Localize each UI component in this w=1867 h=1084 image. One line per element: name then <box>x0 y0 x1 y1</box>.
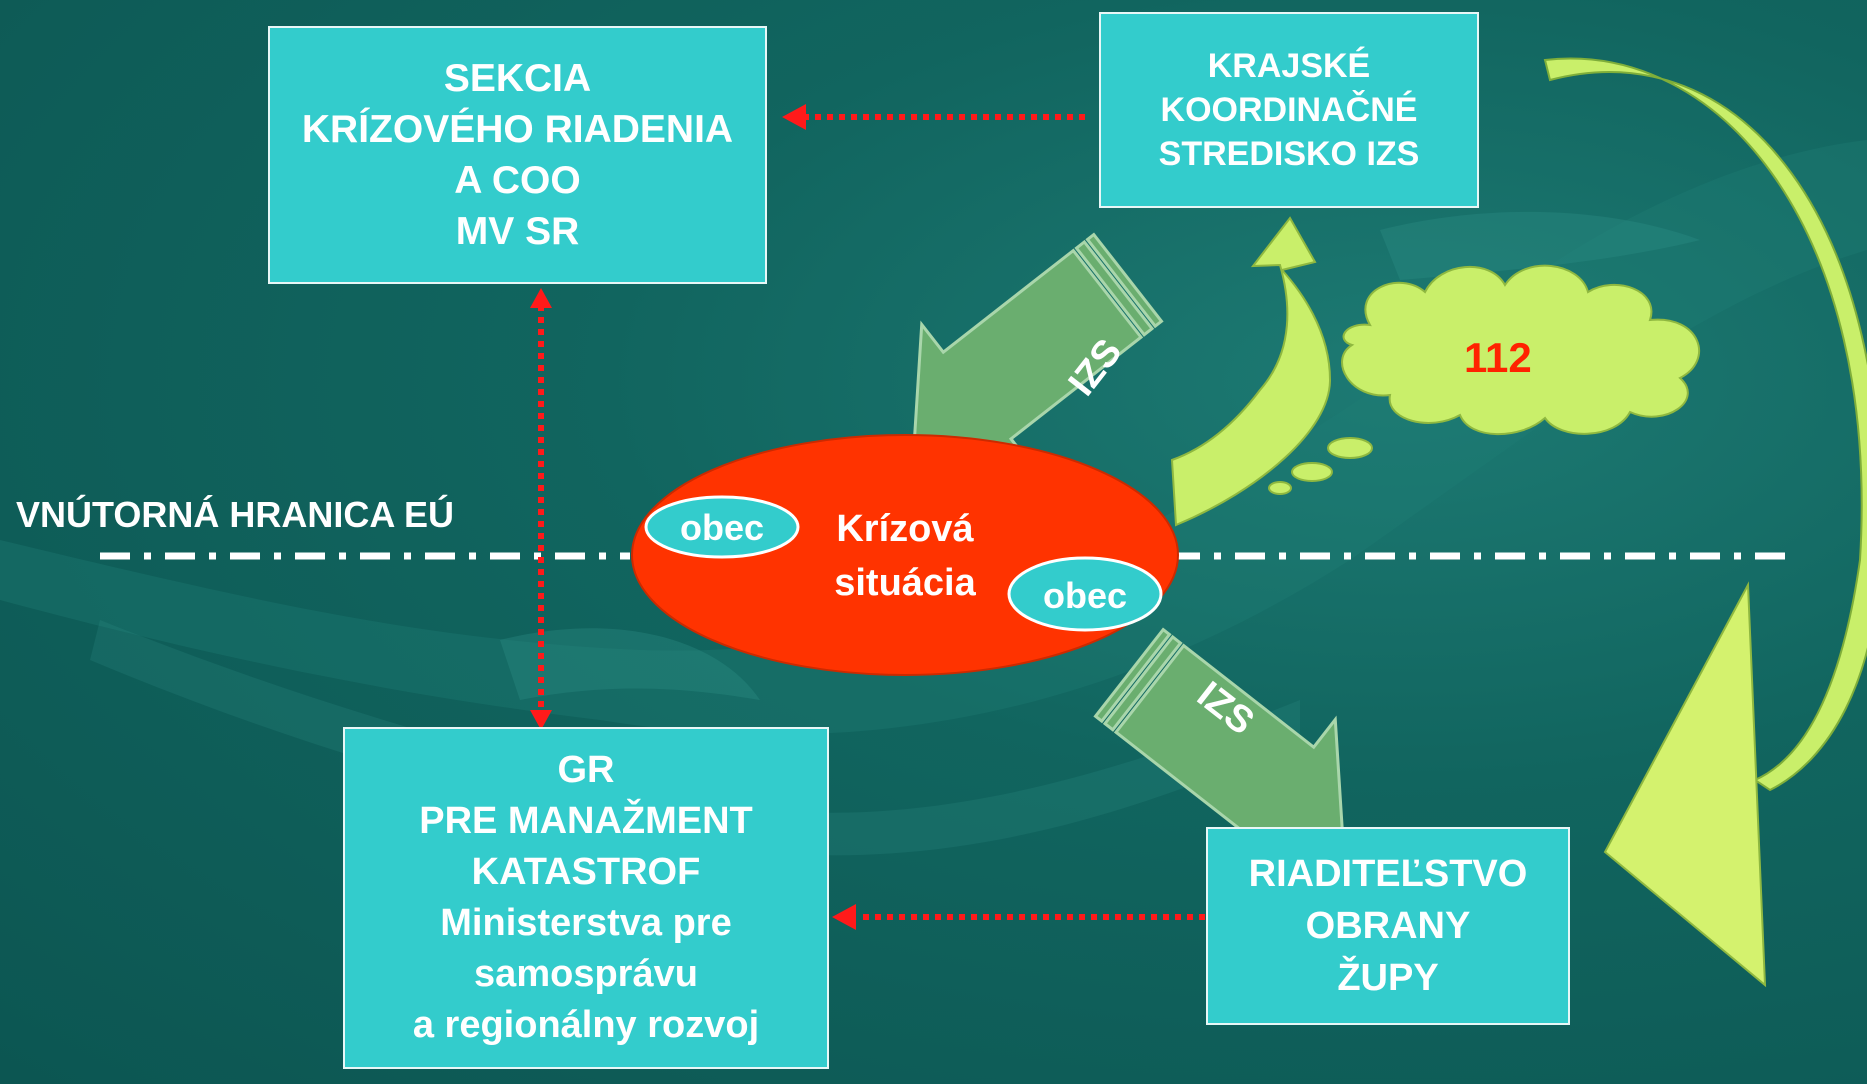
crisis-label: Krízová situácia <box>800 502 1010 610</box>
box-krajske: KRAJSKÉ KOORDINAČNÉ STREDISKO IZS <box>1099 12 1479 208</box>
box-gr-line: a regionálny rozvoj <box>412 1004 760 1046</box>
box-gr: GR PRE MANAŽMENT KATASTROF Ministerstva … <box>343 727 829 1069</box>
dotted-arrow-riaditelstvo-to-gr <box>832 904 1205 930</box>
box-krajske-line: KRAJSKÉ <box>1207 47 1371 85</box>
box-gr-line: GR <box>557 749 615 791</box>
box-sekcia: SEKCIA KRÍZOVÉHO RIADENIA A COO MV SR <box>268 26 767 284</box>
box-gr-line: KATASTROF <box>471 851 701 893</box>
box-krajske-line: STREDISKO IZS <box>1158 135 1420 173</box>
box-gr-line: samosprávu <box>474 953 698 995</box>
box-sekcia-line: MV SR <box>455 210 580 253</box>
border-label: VNÚTORNÁ HRANICA EÚ <box>16 494 455 535</box>
curved-arrow-head <box>1603 581 1767 988</box>
dotted-arrow-krajske-to-sekcia <box>782 104 1085 130</box>
box-riaditelstvo: RIADITEĽSTVO OBRANY ŽUPY <box>1206 827 1570 1025</box>
box-riaditelstvo-line: ŽUPY <box>1337 957 1439 999</box>
box-gr-line: Ministerstva pre <box>440 902 732 944</box>
box-sekcia-line: KRÍZOVÉHO RIADENIA <box>301 108 734 151</box>
obec-left-ellipse <box>644 495 800 559</box>
box-sekcia-line: SEKCIA <box>443 57 592 100</box>
dotted-arrow-sekcia-gr <box>530 288 552 730</box>
box-gr-line: PRE MANAŽMENT <box>419 800 753 842</box>
cloud-112 <box>1268 264 1700 495</box>
emergency-number: 112 <box>1464 334 1532 381</box>
crisis-line2: situácia <box>834 562 976 604</box>
box-riaditelstvo-line: OBRANY <box>1305 905 1471 947</box>
box-sekcia-line: A COO <box>454 159 581 202</box>
box-krajske-line: KOORDINAČNÉ <box>1160 91 1418 129</box>
obec-left-label: obec <box>680 507 764 548</box>
curved-arrow-112-to-krajske <box>1170 216 1332 527</box>
obec-right-label: obec <box>1043 575 1127 616</box>
obec-right-ellipse <box>1007 556 1163 632</box>
crisis-line1: Krízová <box>836 508 974 550</box>
izs-arrow-bottom <box>1093 627 1345 864</box>
box-riaditelstvo-line: RIADITEĽSTVO <box>1248 853 1528 895</box>
curved-arrow-right <box>1543 57 1867 792</box>
